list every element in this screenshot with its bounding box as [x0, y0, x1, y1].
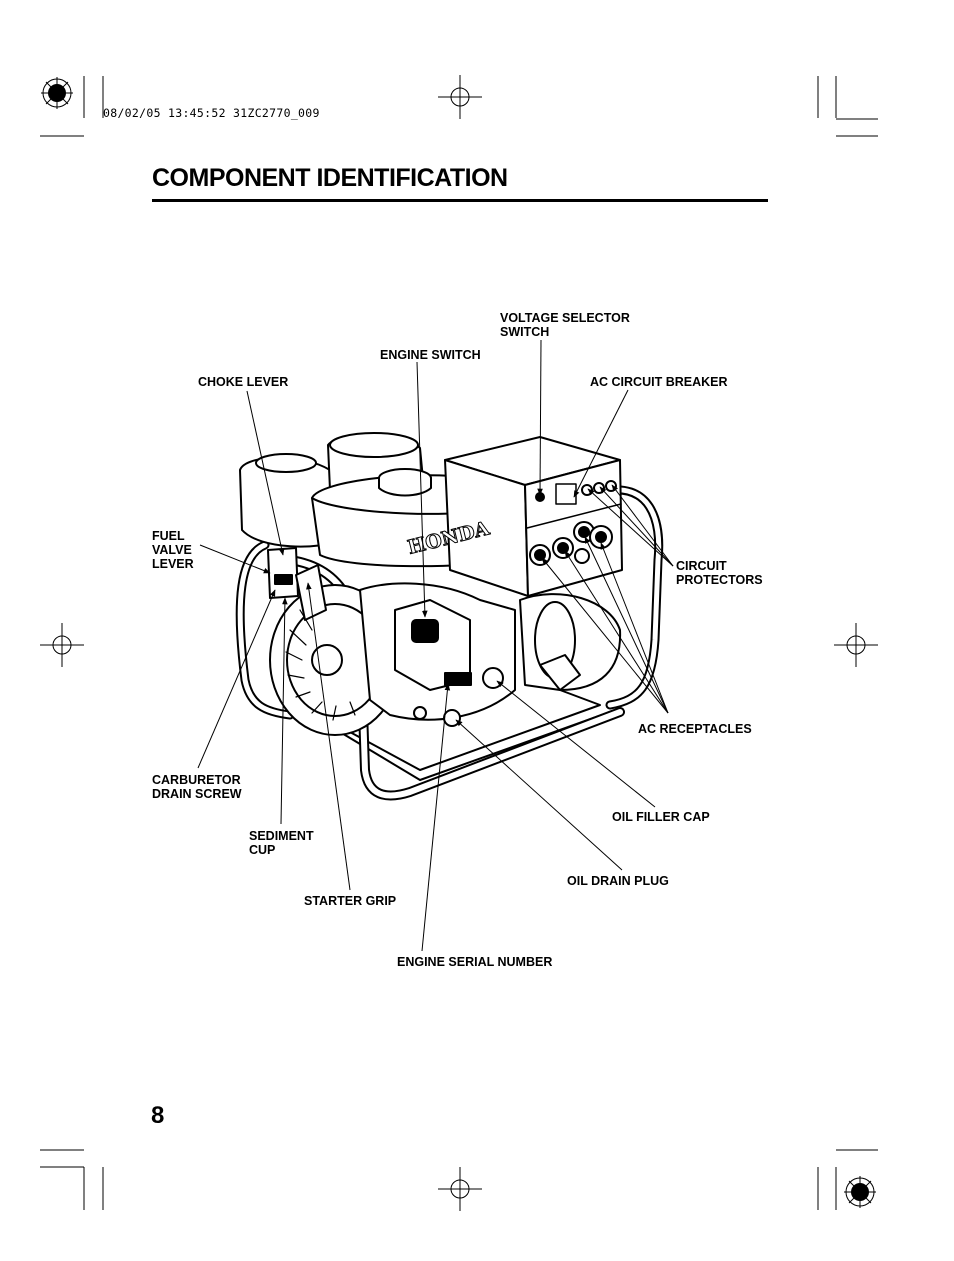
label-choke-lever: CHOKE LEVER [198, 375, 289, 389]
leader-ac-receptacle-2 [564, 550, 669, 714]
registration-crosshair-bottom [438, 1167, 482, 1211]
registration-crosshair-left [40, 623, 84, 667]
registration-crosshair-top [438, 75, 482, 119]
label-engine-serial-number: ENGINE SERIAL NUMBER [397, 955, 553, 969]
label-engine-switch: ENGINE SWITCH [380, 348, 481, 362]
leader-ac-receptacle-4 [600, 542, 669, 714]
page-number: 8 [151, 1102, 165, 1129]
print-stamp: 08/02/05 13:45:52 31ZC2770_009 [103, 106, 320, 120]
leader-circuit-protector-2 [599, 486, 674, 567]
crop-marks [40, 76, 878, 1210]
label-circuit-protectors: CIRCUIT PROTECTORS [676, 559, 763, 587]
label-oil-drain-plug: OIL DRAIN PLUG [567, 874, 669, 888]
registration-crosshair-right [834, 623, 878, 667]
leader-lines [197, 339, 674, 952]
leader-sediment-cup [280, 597, 288, 825]
carburetor [267, 547, 299, 599]
leader-ac-receptacle-3 [584, 536, 669, 714]
label-ac-receptacles: AC RECEPTACLES [638, 722, 752, 736]
label-sediment-cup: SEDIMENT CUP [249, 829, 314, 857]
leader-fuel-valve [199, 544, 271, 574]
leader-serial-number [421, 683, 451, 952]
leader-ac-receptacle-1 [541, 557, 669, 714]
leader-oil-filler [496, 680, 656, 808]
leader-circuit-protector-3 [611, 484, 674, 567]
label-starter-grip: STARTER GRIP [304, 894, 397, 908]
generator-illustration [235, 432, 664, 801]
leader-oil-drain [455, 719, 623, 871]
engine-switch-knob [411, 619, 439, 643]
leader-ac-breaker [573, 389, 629, 498]
leader-choke-lever [246, 390, 285, 556]
page-title: COMPONENT IDENTIFICATION [152, 164, 508, 192]
label-carburetor-drain-screw: CARBURETOR DRAIN SCREW [152, 773, 242, 801]
leader-voltage-selector [537, 339, 543, 496]
leader-carburetor-drain [197, 589, 276, 769]
label-oil-filler-cap: OIL FILLER CAP [612, 810, 710, 824]
ac-breaker-box [555, 483, 577, 505]
leader-engine-switch [416, 361, 428, 618]
label-ac-circuit-breaker: AC CIRCUIT BREAKER [590, 375, 728, 389]
label-fuel-valve-lever: FUEL VALVE LEVER [152, 529, 194, 571]
leader-circuit-protector-1 [587, 488, 674, 567]
label-voltage-selector-switch: VOLTAGE SELECTOR SWITCH [500, 311, 630, 339]
registration-target-bottom-right [844, 1176, 876, 1208]
leader-starter-grip [306, 582, 351, 891]
registration-target-top-left [41, 77, 73, 109]
air-cleaner-arm [295, 564, 327, 621]
title-rule [152, 199, 768, 202]
